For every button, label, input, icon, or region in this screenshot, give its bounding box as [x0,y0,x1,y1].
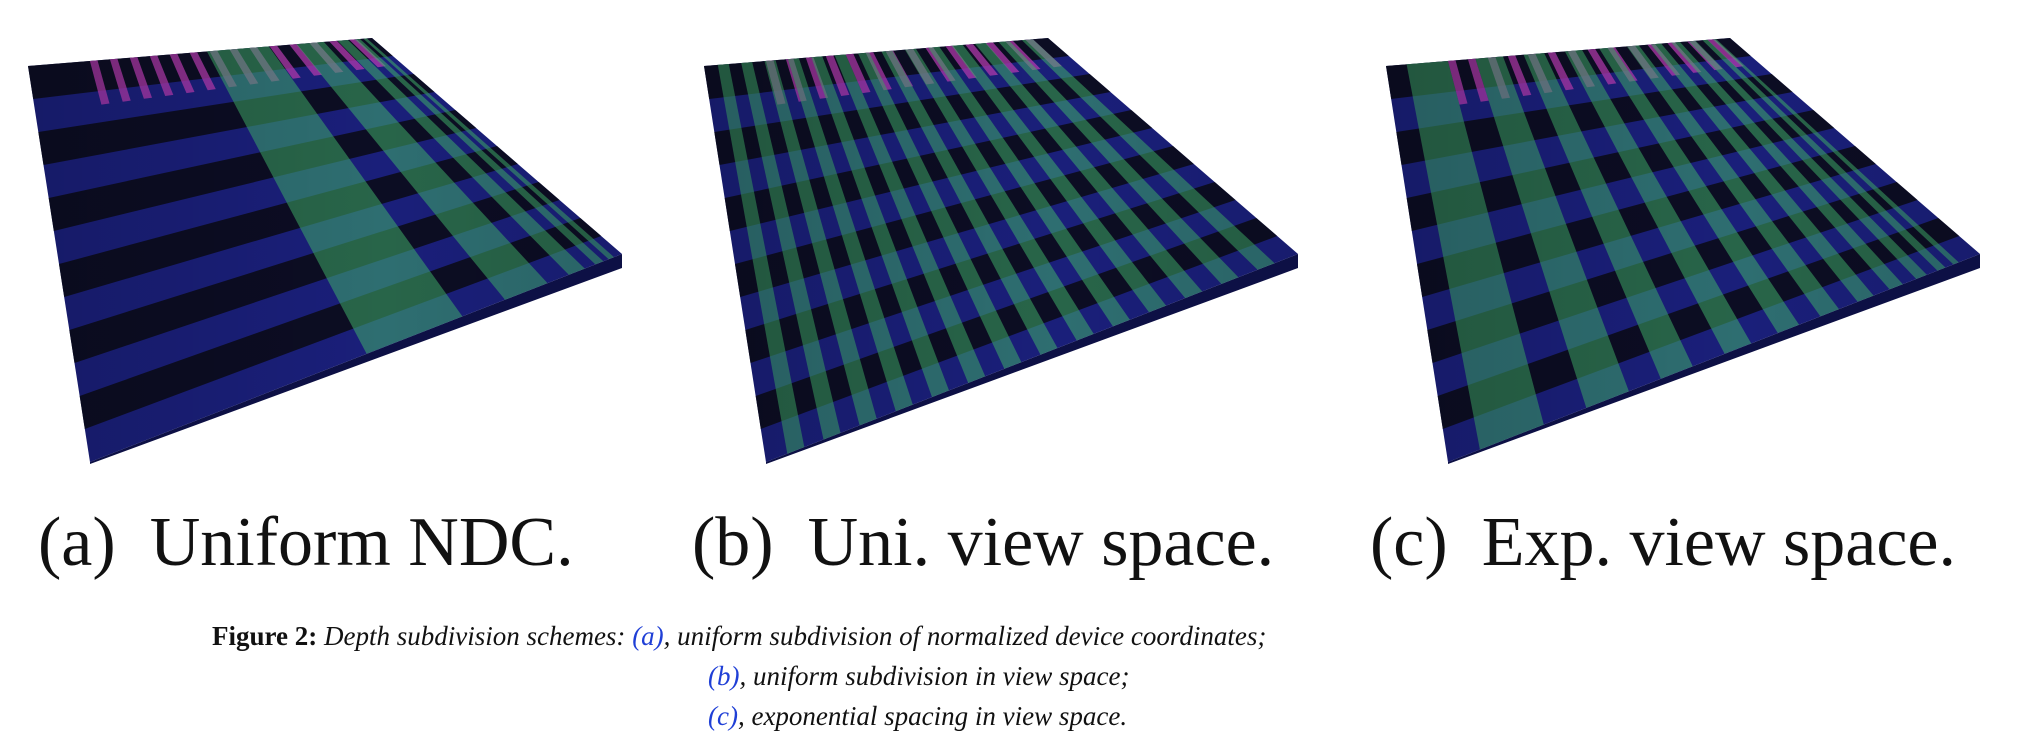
caption-ref-b[interactable]: (b) [708,661,740,691]
plane-shading [1386,38,1980,462]
caption-ref-c[interactable]: (c) [708,701,738,731]
caption-ref-a[interactable]: (a) [632,621,664,651]
rendered-panels [28,38,1980,464]
plane-edge [766,254,1298,464]
caption-line-3: (c), exponential spacing in view space. [708,696,1127,736]
caption-text-a: , uniform subdivision of normalized devi… [663,621,1267,651]
caption-line-2: (b), uniform subdivision in view space; [708,656,1129,696]
panel-c-label: (c)Exp. view space. [1370,508,1956,578]
panel-c-render [1386,38,1980,464]
panel-c-tag: (c) [1370,504,1448,581]
panel-c-title: Exp. view space. [1481,504,1956,581]
panel-a-label: (a)Uniform NDC. [38,508,574,578]
caption-intro: Depth subdivision schemes: [323,621,633,651]
panel-b-render [704,38,1298,464]
panel-b-tag: (b) [692,504,774,581]
panel-a-render [28,38,622,464]
panel-b-label: (b)Uni. view space. [692,508,1274,578]
panel-a-tag: (a) [38,504,116,581]
caption-text-c: , exponential spacing in view space. [737,701,1128,731]
plane-shading [704,38,1298,462]
plane-shading [28,38,622,462]
panel-b-title: Uni. view space. [807,504,1275,581]
figure-number: Figure 2: [212,621,318,651]
caption-line-1: Figure 2: Depth subdivision schemes: (a)… [212,616,1266,656]
panel-a-title: Uniform NDC. [149,504,574,581]
plane-edge [1448,254,1980,464]
plane-edge [90,254,622,464]
caption-text-b: , uniform subdivision in view space; [739,661,1130,691]
